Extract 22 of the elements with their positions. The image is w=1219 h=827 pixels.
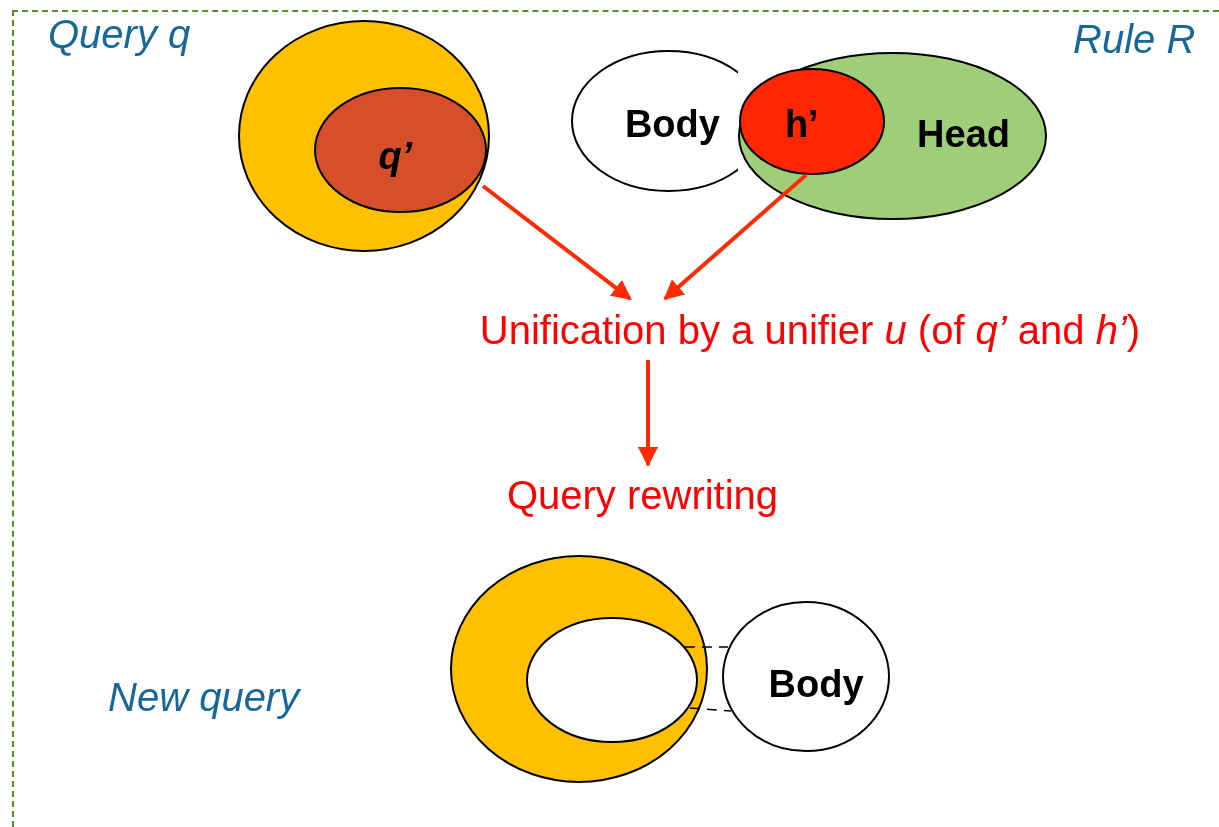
head-part-ellipse <box>739 68 885 175</box>
rewriting-text: Query rewriting <box>460 465 825 525</box>
body-ellipse <box>722 601 890 752</box>
ellipse-label: Body <box>624 102 720 146</box>
arrow <box>481 184 632 301</box>
ellipse-label: Head <box>917 112 1010 156</box>
subquery-ellipse <box>314 87 487 213</box>
panel-caption: Query q <box>48 12 191 57</box>
arrow <box>663 173 808 301</box>
dashed-line <box>689 707 732 712</box>
unification-text: Unification by a unifier u (of q’ and h’) <box>405 300 1215 360</box>
dashed-line <box>684 646 729 648</box>
inner-ellipse <box>526 617 698 743</box>
ellipse-label: q’ <box>378 134 413 178</box>
panel-caption: New query <box>108 675 300 720</box>
arrow <box>638 360 658 467</box>
head-ellipse <box>738 52 1047 220</box>
ellipse-label: Body <box>768 662 864 706</box>
new-query-ellipse <box>450 555 708 783</box>
ellipse-label: h’ <box>784 102 819 146</box>
query-ellipse <box>238 20 490 252</box>
panel-caption: Rule R <box>1073 17 1196 62</box>
